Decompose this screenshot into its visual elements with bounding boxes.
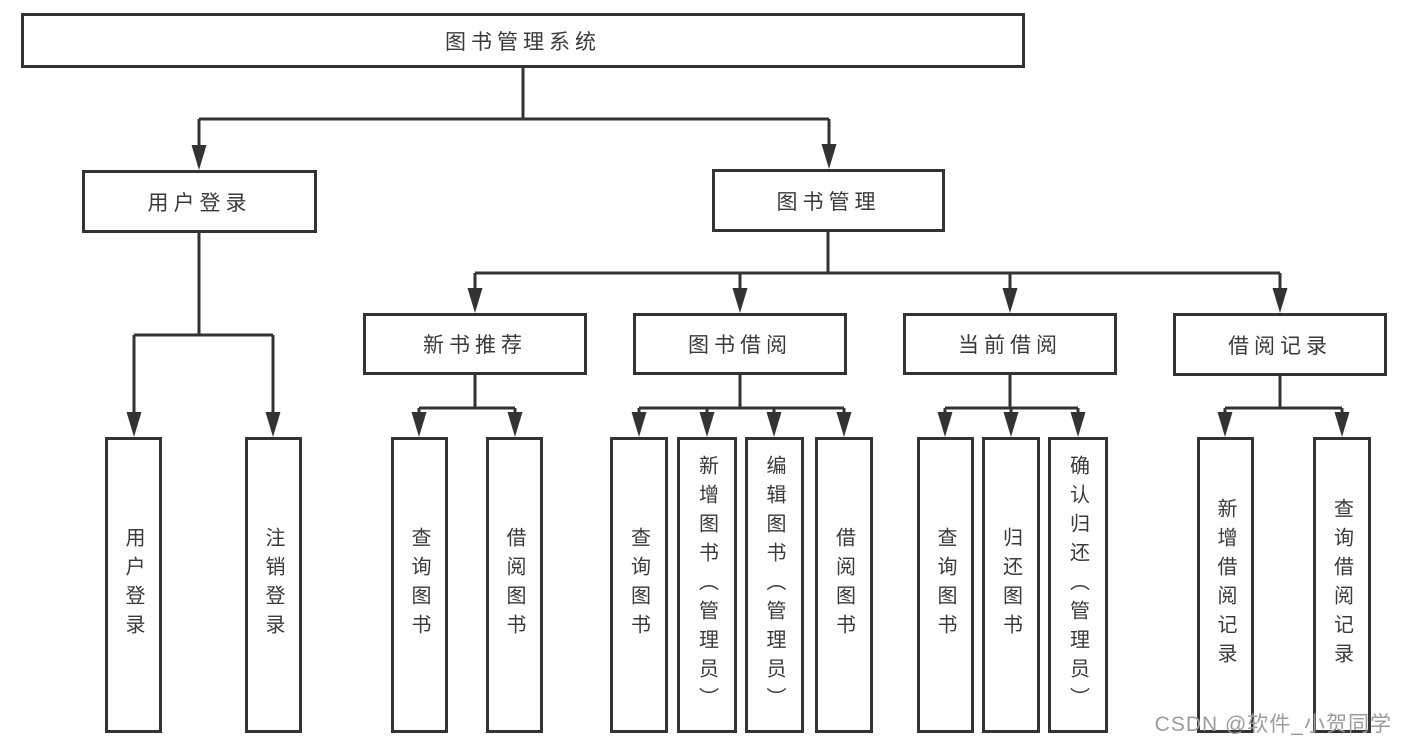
leaf-user-login: 用户登录 [105, 437, 162, 733]
connector-book-borrowing-to-leaves [631, 375, 852, 437]
leaf-borrow-books-recommend: 借阅图书 [486, 437, 543, 733]
node-library-management-system: 图书管理系统 [21, 13, 1025, 68]
connector-book-management-to-level3 [467, 232, 1288, 313]
leaf-return-books: 归还图书 [982, 437, 1040, 733]
leaf-edit-books-admin: 编辑图书（管理员） [745, 437, 804, 733]
leaf-query-books-borrowing: 查询图书 [610, 437, 668, 733]
leaf-add-borrow-record: 新增借阅记录 [1197, 437, 1254, 733]
connector-user-login-to-leaves [126, 233, 281, 437]
leaf-borrow-books-borrowing: 借阅图书 [815, 437, 873, 733]
node-new-book-recommendation: 新书推荐 [363, 313, 587, 375]
leaf-logout: 注销登录 [245, 437, 302, 733]
connector-current-borrowing-to-leaves [937, 375, 1086, 437]
node-borrowing-records: 借阅记录 [1173, 313, 1387, 376]
node-current-borrowing: 当前借阅 [903, 313, 1117, 375]
leaf-confirm-return-admin: 确认归还（管理员） [1048, 437, 1108, 733]
leaf-query-books-current: 查询图书 [917, 437, 974, 733]
connector-new-book-to-leaves [411, 375, 523, 437]
node-book-borrowing: 图书借阅 [633, 313, 847, 375]
leaf-add-books-admin: 新增图书（管理员） [677, 437, 737, 733]
node-book-management: 图书管理 [712, 169, 945, 232]
connector-borrow-records-to-leaves [1217, 376, 1350, 437]
connector-root-to-level2 [191, 68, 837, 170]
leaf-query-books-recommend: 查询图书 [391, 437, 448, 733]
leaf-query-borrow-record: 查询借阅记录 [1313, 437, 1371, 733]
node-user-login: 用户登录 [82, 170, 317, 233]
